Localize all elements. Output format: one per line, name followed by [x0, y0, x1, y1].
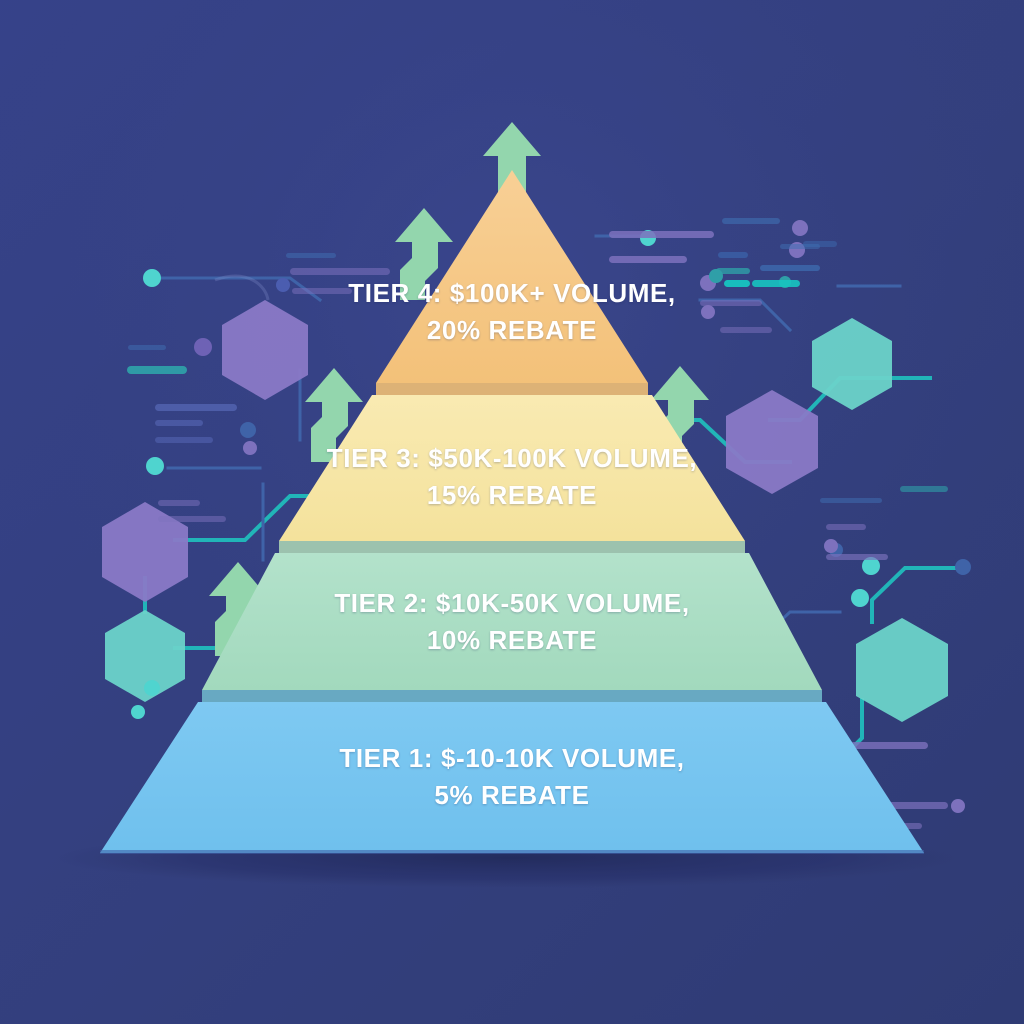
hexagon-teal-right-upper [812, 318, 892, 410]
tier-1-label: TIER 1: $-10-10K VOLUME, 5% REBATE [0, 740, 1024, 814]
hexagon-purple-left-lower [102, 502, 188, 602]
tier-4-label: TIER 4: $100K+ VOLUME, 20% REBATE [0, 275, 1024, 349]
tier-2-line-1: TIER 2: $10K-50K VOLUME, [334, 588, 690, 618]
tier-3-line-2: 15% REBATE [426, 479, 598, 510]
hexagon-purple-left-upper [222, 300, 308, 400]
hexagon-purple-right-upper [726, 390, 818, 494]
tier-2-line-2: 10% REBATE [426, 624, 598, 655]
dash-marks-teal [127, 218, 948, 503]
tier-2-label: TIER 2: $10K-50K VOLUME, 10% REBATE [0, 585, 1024, 659]
hexagon-teal-right-lower [856, 618, 948, 722]
tier-4-line-2: 20% REBATE [426, 314, 598, 345]
tier-1-line-2: 5% REBATE [434, 779, 590, 810]
wisp-highlight [214, 274, 270, 301]
circuit-nodes [131, 220, 971, 813]
hexagon-cluster [102, 300, 948, 722]
tier-4-line-1: TIER 4: $100K+ VOLUME, [348, 278, 676, 308]
tier-3-line-1: TIER 3: $50K-100K VOLUME, [326, 443, 698, 473]
tier-1-line-1: TIER 1: $-10-10K VOLUME, [339, 743, 685, 773]
tier-3-label: TIER 3: $50K-100K VOLUME, 15% REBATE [0, 440, 1024, 514]
hexagon-teal-left-lower [105, 610, 185, 702]
